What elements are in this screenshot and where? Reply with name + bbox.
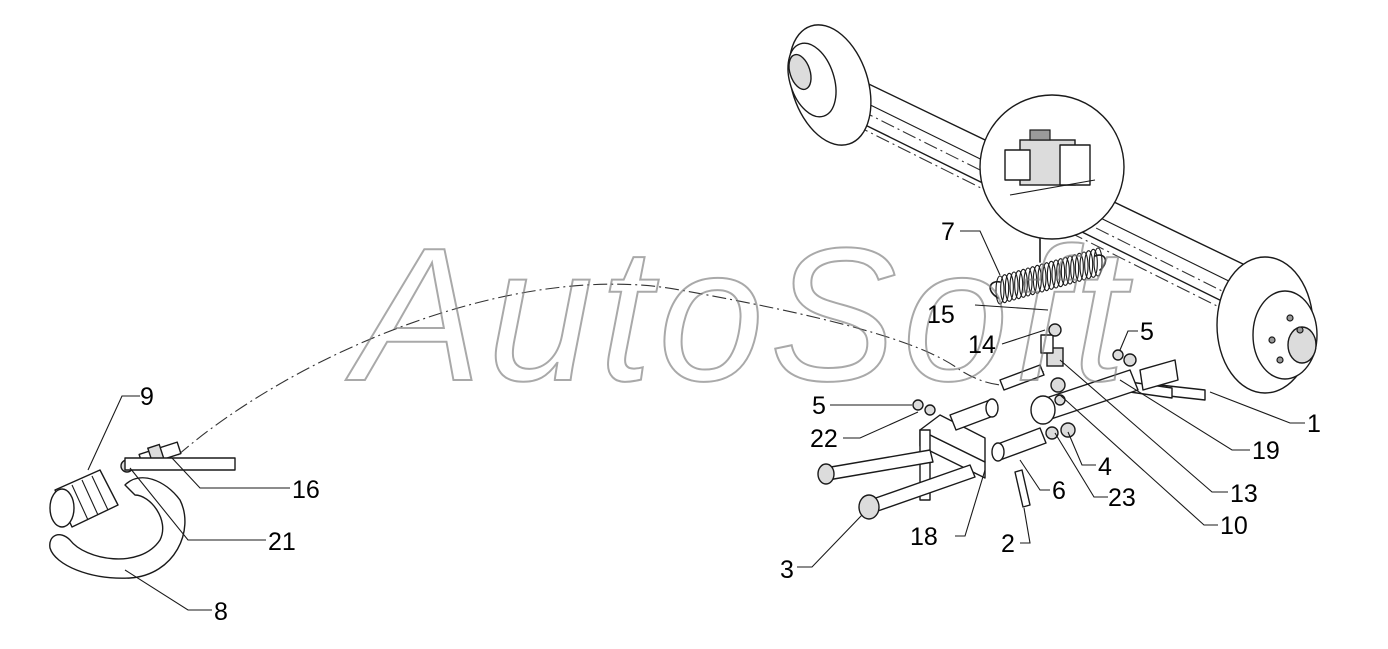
spring-coil bbox=[1056, 258, 1066, 288]
callout-9: 9 bbox=[140, 383, 154, 411]
callout-15: 15 bbox=[927, 301, 955, 329]
spring-coil bbox=[1032, 264, 1042, 294]
spring-coil bbox=[1088, 248, 1098, 278]
callout-23: 23 bbox=[1108, 484, 1136, 512]
spring-coil bbox=[1065, 255, 1075, 285]
callout-1: 1 bbox=[1307, 410, 1321, 438]
cable-end-parts bbox=[49, 441, 186, 579]
spring-coil bbox=[1046, 260, 1056, 290]
spring bbox=[989, 247, 1107, 305]
spring-coil bbox=[1079, 251, 1089, 281]
callout-8: 8 bbox=[214, 598, 228, 626]
callout-22: 22 bbox=[810, 425, 838, 453]
watermark: AutoSoft bbox=[345, 209, 1133, 421]
leader-lines bbox=[87, 230, 1305, 611]
callout-19: 19 bbox=[1252, 437, 1280, 465]
spring-coil bbox=[1037, 263, 1047, 293]
callout-10: 10 bbox=[1220, 512, 1248, 540]
callout-14: 14 bbox=[968, 331, 996, 359]
spring-coil bbox=[1000, 274, 1010, 304]
callout-16: 16 bbox=[292, 476, 320, 504]
callout-18: 18 bbox=[910, 523, 938, 551]
washer-15 bbox=[1048, 323, 1062, 337]
spring-coil bbox=[1074, 252, 1084, 282]
spring-coil bbox=[1051, 259, 1061, 289]
spring-coil bbox=[1028, 266, 1038, 296]
callout-13: 13 bbox=[1230, 480, 1258, 508]
callout-6: 6 bbox=[1052, 477, 1066, 505]
spring-coil bbox=[1084, 250, 1094, 280]
callout-4: 4 bbox=[1098, 453, 1112, 481]
brake-cable bbox=[177, 283, 1046, 456]
callout-2: 2 bbox=[1001, 530, 1015, 558]
lever-mechanism bbox=[124, 457, 236, 471]
callout-5-top: 5 bbox=[1140, 318, 1154, 346]
bolts bbox=[817, 381, 1206, 520]
spring-coil bbox=[1004, 272, 1014, 302]
spring-coil bbox=[1023, 267, 1033, 297]
spring-coil bbox=[995, 275, 1005, 305]
callout-labels: 9 16 21 8 7 15 14 5 1 19 13 4 23 10 6 5 … bbox=[140, 218, 1321, 626]
spring-coil bbox=[1093, 247, 1103, 277]
spring-coil bbox=[1060, 256, 1070, 286]
callout-21: 21 bbox=[268, 528, 296, 556]
detail-circle bbox=[979, 94, 1125, 263]
spring-coil bbox=[1070, 254, 1080, 284]
callout-7: 7 bbox=[941, 218, 955, 246]
spring-coil bbox=[1009, 271, 1019, 301]
spring-coil bbox=[1014, 270, 1024, 300]
callout-5-left: 5 bbox=[812, 392, 826, 420]
pins-and-sleeves bbox=[912, 323, 1179, 462]
spring-coil bbox=[1042, 262, 1052, 292]
callout-3: 3 bbox=[780, 556, 794, 584]
spring-coil bbox=[1018, 268, 1028, 298]
